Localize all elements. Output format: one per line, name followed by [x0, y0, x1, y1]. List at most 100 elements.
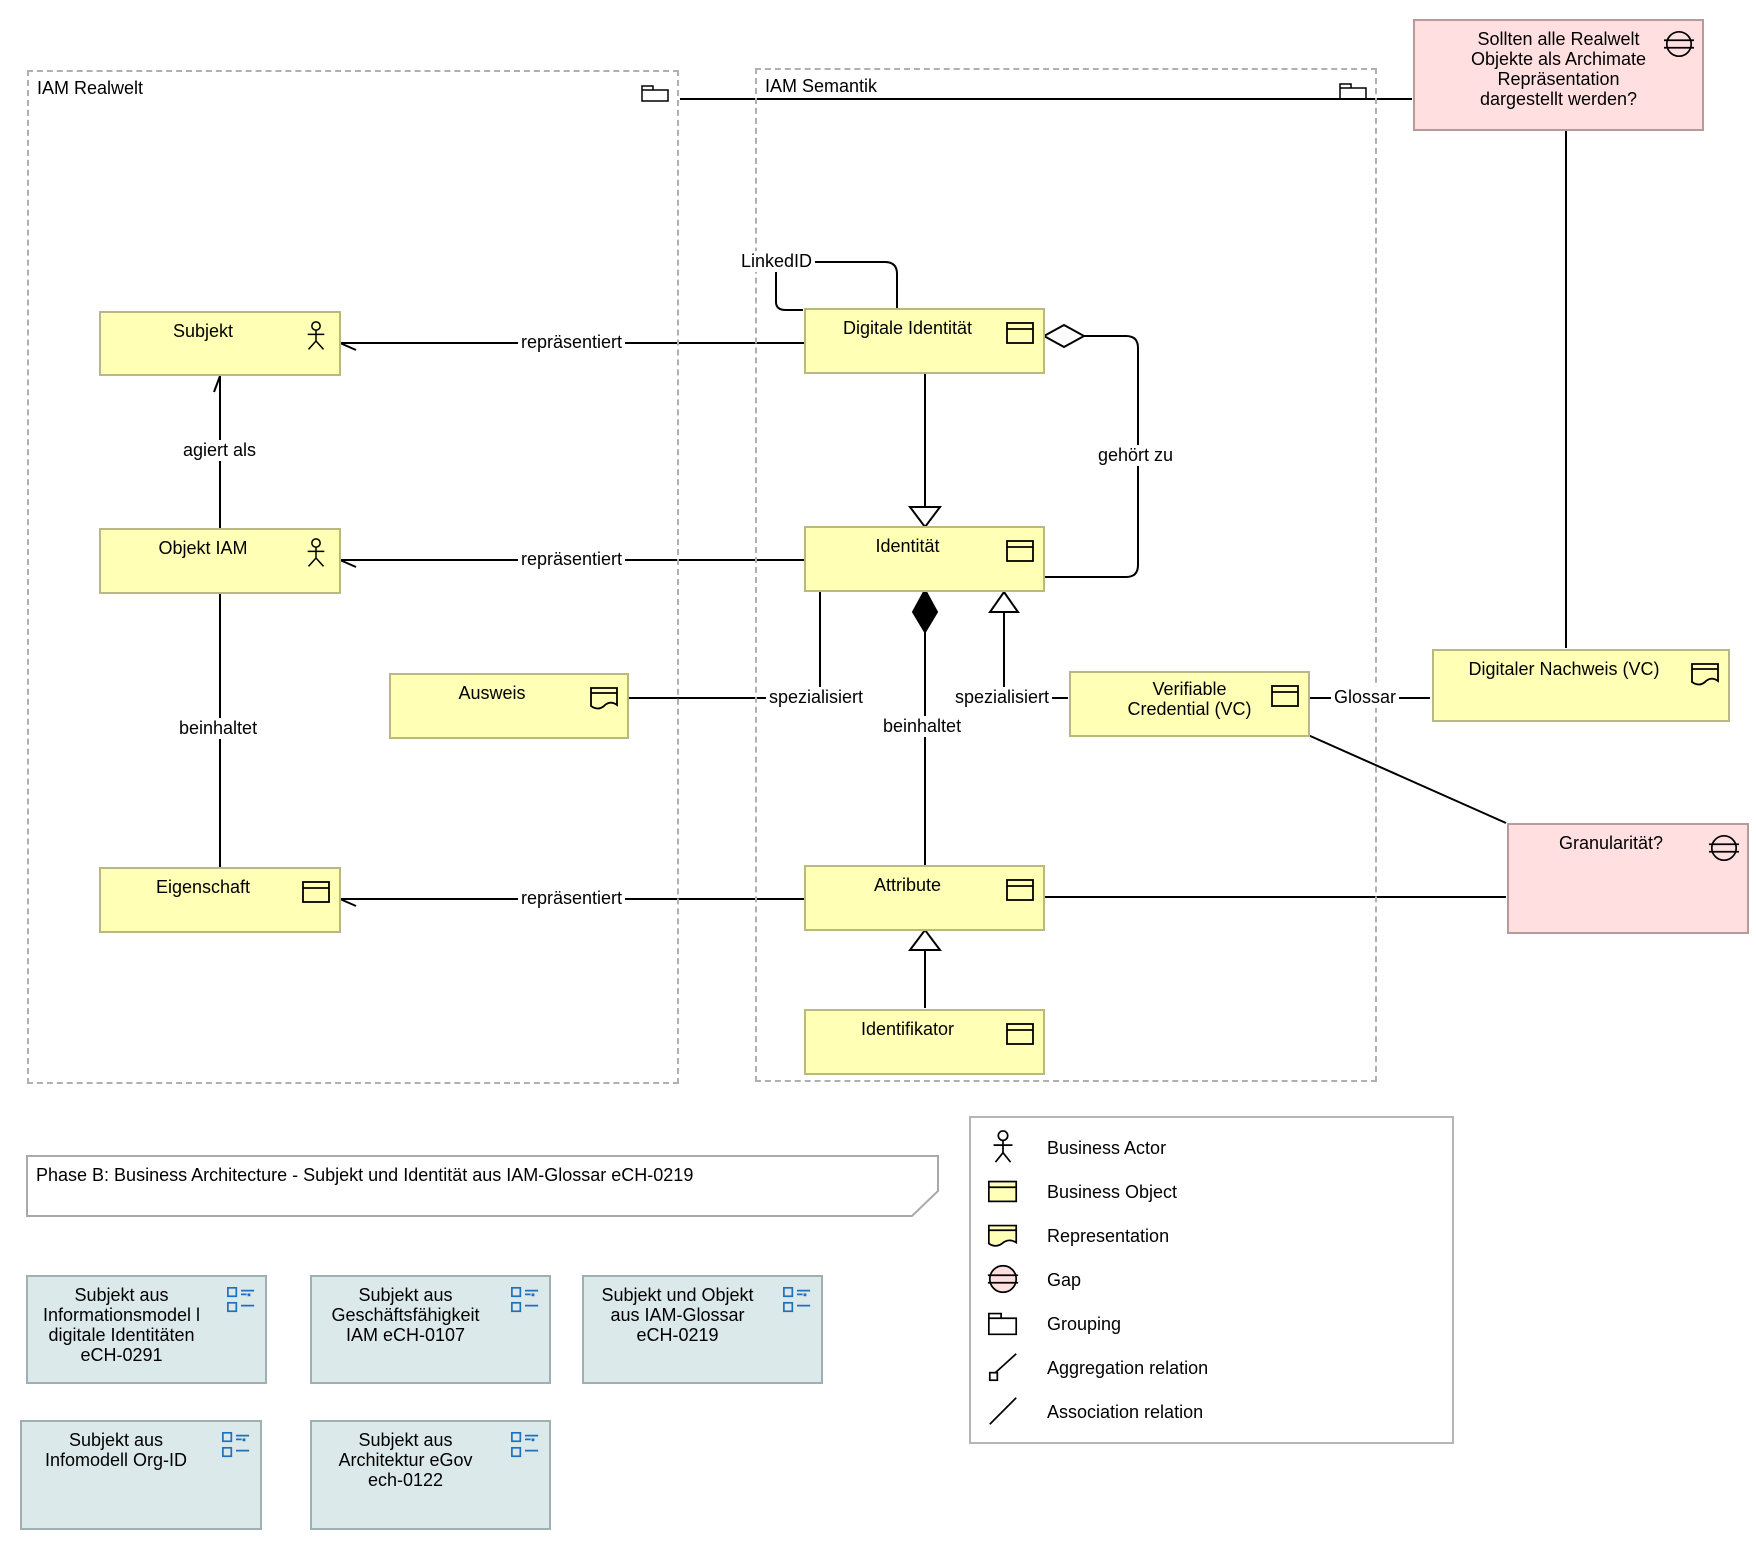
gap-realwelt-representation[interactable]: Sollten alle Realwelt Objekte als Archim… — [1413, 19, 1704, 131]
relation-label-gehoert-zu: gehört zu — [1095, 445, 1177, 466]
element-label: Digitale Identität — [842, 318, 973, 338]
legend-item-business-actor: Business Actor — [985, 1128, 1425, 1164]
note-subjekt-glossar[interactable]: Subjekt und Objekt aus IAM-Glossar eCH-0… — [582, 1275, 823, 1384]
gap-granularitaet[interactable]: Granularität? — [1507, 823, 1749, 934]
business-object-icon — [302, 881, 330, 903]
representation-icon — [1691, 663, 1719, 686]
specialization-arrowhead — [908, 928, 942, 951]
linkedid-loop — [812, 261, 898, 308]
aggregation-diamond — [1041, 323, 1087, 349]
element-label: Ausweis — [458, 683, 526, 703]
group-iam-realwelt[interactable]: IAM Realwelt — [27, 70, 679, 1084]
business-object-icon — [1006, 322, 1034, 344]
business-object-icon — [987, 1180, 1018, 1203]
grouping-icon — [1339, 83, 1367, 100]
element-digitale-identitaet[interactable]: Digitale Identität — [804, 308, 1045, 374]
relation-label-spezialisiert: spezialisiert — [952, 687, 1053, 708]
legend-label: Association relation — [1047, 1402, 1204, 1422]
element-eigenschaft[interactable]: Eigenschaft — [99, 867, 341, 933]
note-label: Subjekt aus Informationsmodel l digitale… — [42, 1285, 201, 1365]
element-label: Identifikator — [860, 1019, 955, 1039]
viewpoint-icon — [222, 1431, 250, 1458]
association-relation-icon — [989, 1397, 1017, 1425]
business-actor-icon — [307, 321, 325, 350]
relation-label-repraesentiert: repräsentiert — [518, 332, 626, 353]
legend-item-gap: Gap — [985, 1260, 1425, 1296]
note-subjekt-egov[interactable]: Subjekt aus Architektur eGov ech-0122 — [310, 1420, 551, 1530]
legend-item-representation: Representation — [985, 1216, 1425, 1252]
viewpoint-icon — [783, 1286, 811, 1313]
representation-icon — [987, 1224, 1018, 1247]
viewpoint-icon — [511, 1431, 539, 1458]
element-label: Identität — [875, 536, 940, 556]
element-label: Digitaler Nachweis (VC) — [1468, 659, 1660, 679]
representation-icon — [590, 687, 618, 710]
gap-icon — [1709, 834, 1739, 862]
element-digitaler-nachweis[interactable]: Digitaler Nachweis (VC) — [1432, 649, 1730, 722]
specialization-arrowhead — [988, 590, 1020, 613]
caption-text: Phase B: Business Architecture - Subjekt… — [36, 1165, 694, 1185]
business-object-icon — [1006, 540, 1034, 562]
note-subjekt-infomodel[interactable]: Subjekt aus Informationsmodel l digitale… — [26, 1275, 267, 1384]
legend-label: Gap — [1047, 1270, 1082, 1290]
caption-frame — [26, 1155, 939, 1217]
assoc-vc-gran — [1307, 734, 1507, 824]
element-label: Attribute — [873, 875, 942, 895]
legend-item-business-object: Business Object — [985, 1172, 1425, 1208]
relation-label-beinhaltet: beinhaltet — [880, 716, 965, 737]
note-label: Subjekt aus Geschäftsfähigkeit IAM eCH-0… — [331, 1285, 480, 1345]
relation-label-linkedid: LinkedID — [738, 251, 816, 272]
legend-item-grouping: Grouping — [985, 1304, 1425, 1340]
business-actor-icon — [307, 538, 325, 567]
group-label: IAM Semantik — [765, 76, 878, 96]
legend-item-association: Association relation — [985, 1392, 1425, 1428]
relation-label-repraesentiert: repräsentiert — [518, 888, 626, 909]
element-verifiable-credential[interactable]: Verifiable Credential (VC) — [1069, 671, 1310, 737]
relation-label-spezialisiert: spezialisiert — [766, 687, 867, 708]
relation-label-glossar: Glossar — [1331, 687, 1400, 708]
legend-label: Aggregation relation — [1047, 1358, 1209, 1378]
element-label: Objekt IAM — [158, 538, 248, 558]
element-label: Subjekt — [172, 321, 234, 341]
relation-label-repraesentiert: repräsentiert — [518, 549, 626, 570]
business-object-icon — [1006, 1023, 1034, 1045]
relation-label-agiert-als: agiert als — [180, 440, 260, 461]
relation-label-beinhaltet: beinhaltet — [176, 718, 261, 739]
element-identifikator[interactable]: Identifikator — [804, 1009, 1045, 1075]
element-label: Verifiable Credential (VC) — [1127, 679, 1252, 719]
grouping-icon — [987, 1312, 1018, 1336]
element-label: Sollten alle Realwelt Objekte als Archim… — [1470, 29, 1647, 109]
legend-label: Grouping — [1047, 1314, 1122, 1334]
grouping-icon — [641, 85, 669, 102]
aggregation-relation-icon — [988, 1353, 1017, 1382]
diagram-caption: Phase B: Business Architecture - Subjekt… — [26, 1155, 940, 1217]
note-label: Subjekt aus Architektur eGov ech-0122 — [338, 1430, 473, 1490]
element-label: Granularität? — [1558, 833, 1664, 853]
note-subjekt-org-id[interactable]: Subjekt aus Infomodell Org-ID — [20, 1420, 262, 1530]
legend: Business Actor Business Object Represent… — [969, 1116, 1454, 1444]
business-actor-icon — [993, 1130, 1013, 1163]
element-subjekt[interactable]: Subjekt — [99, 311, 341, 376]
business-object-icon — [1271, 685, 1299, 707]
element-ausweis[interactable]: Ausweis — [389, 673, 629, 739]
gap-icon — [987, 1264, 1019, 1294]
element-label: Eigenschaft — [155, 877, 251, 897]
gap-icon — [1664, 30, 1694, 58]
group-iam-semantik[interactable]: IAM Semantik — [755, 68, 1377, 1082]
group-label: IAM Realwelt — [37, 78, 144, 98]
element-objekt-iam[interactable]: Objekt IAM — [99, 528, 341, 594]
element-attribute[interactable]: Attribute — [804, 865, 1045, 931]
legend-label: Business Actor — [1047, 1138, 1167, 1158]
note-label: Subjekt und Objekt aus IAM-Glossar eCH-0… — [601, 1285, 754, 1345]
legend-label: Representation — [1047, 1226, 1170, 1246]
viewpoint-icon — [511, 1286, 539, 1313]
composition-diamond — [911, 587, 939, 634]
specialization-arrowhead — [908, 506, 942, 529]
legend-label: Business Object — [1047, 1182, 1178, 1202]
element-identitaet[interactable]: Identität — [804, 526, 1045, 592]
legend-item-aggregation: Aggregation relation — [985, 1348, 1425, 1384]
business-object-icon — [1006, 879, 1034, 901]
viewpoint-icon — [227, 1286, 255, 1313]
note-subjekt-geschaeftsfaehigkeit[interactable]: Subjekt aus Geschäftsfähigkeit IAM eCH-0… — [310, 1275, 551, 1384]
